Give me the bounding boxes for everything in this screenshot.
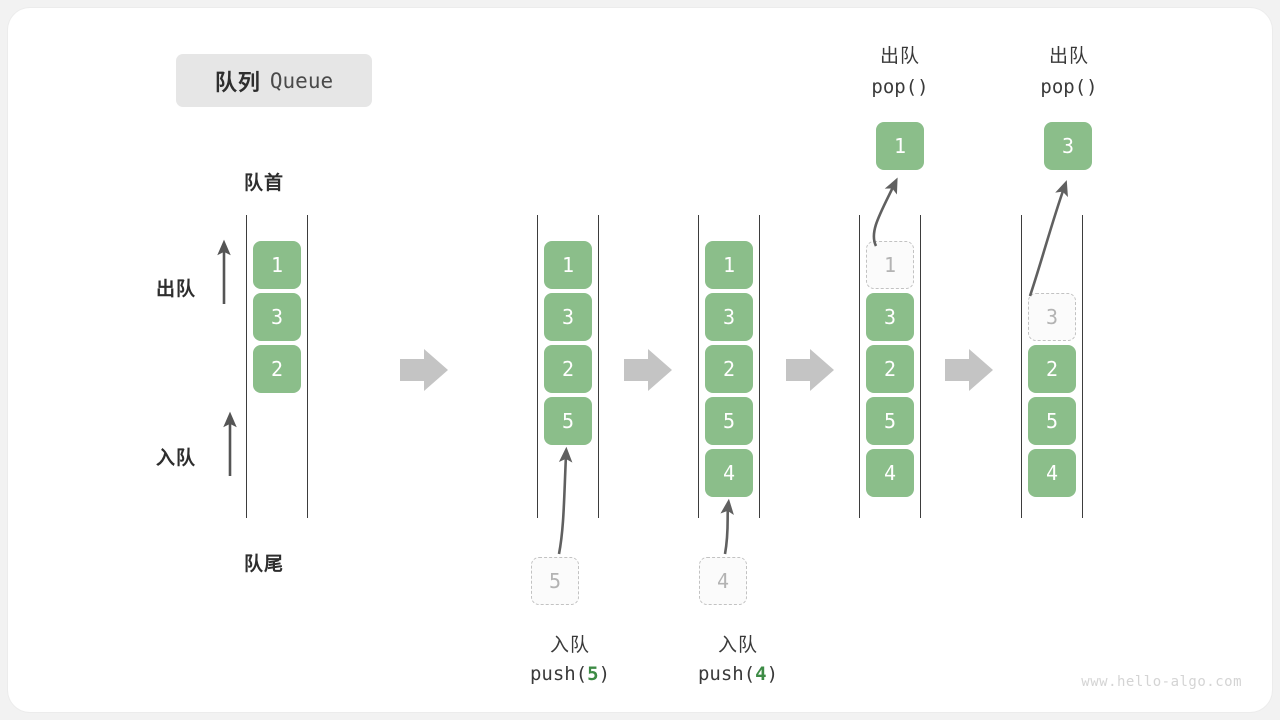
queue-slot: 1 [705, 241, 753, 289]
queue-slot: 5 [866, 397, 914, 445]
queue-rail-right [307, 215, 308, 518]
queue-slot: 5 [1028, 397, 1076, 445]
push-5-caption-cn: 入队 [549, 635, 590, 656]
arrow-overlay [217, 177, 1068, 555]
queue-tail-label: 队尾 [244, 554, 285, 575]
queue-slot: 5 [705, 397, 753, 445]
push-4-code-prefix: push( [697, 663, 756, 685]
queue-rail-left [1021, 215, 1022, 518]
queue-slot: 2 [253, 345, 301, 393]
queue-slot: 3 [705, 293, 753, 341]
push-5-code-prefix: push( [529, 663, 588, 685]
queue-slot: 2 [544, 345, 592, 393]
pop-1-caption-cn: 出队 [879, 46, 920, 67]
queue-slot: 1 [544, 241, 592, 289]
queue-column-push-5: 1 3 2 5 [537, 215, 599, 518]
pending-element-5: 5 [531, 557, 579, 605]
queue-slot-new: 5 [544, 397, 592, 445]
queue-slot: 2 [1028, 345, 1076, 393]
queue-slot: 4 [866, 449, 914, 497]
enqueue-direction-label: 入队 [156, 448, 197, 469]
queue-rail-right [759, 215, 760, 518]
queue-slot: 3 [866, 293, 914, 341]
push-4-caption-code: push(4) [683, 663, 793, 685]
diagram-card: 队列 Queue 队首 队尾 出队 入队 1 3 2 1 3 2 5 5 入队 … [8, 8, 1272, 712]
popped-element-3: 3 [1044, 122, 1092, 170]
queue-rail-right [1082, 215, 1083, 518]
queue-slot: 3 [544, 293, 592, 341]
queue-slot-popped: 3 [1028, 293, 1076, 341]
pop-3-caption-code: pop() [1040, 76, 1098, 98]
queue-rail-left [537, 215, 538, 518]
popped-element-1: 1 [876, 122, 924, 170]
push-5-code-number: 5 [587, 663, 599, 685]
queue-slot: 4 [1028, 449, 1076, 497]
title-english: Queue [269, 68, 334, 93]
queue-rail-right [598, 215, 599, 518]
queue-slot: 2 [705, 345, 753, 393]
push-4-code-suffix: ) [766, 663, 779, 685]
queue-rail-right [920, 215, 921, 518]
queue-rail-left [859, 215, 860, 518]
pop-1-caption-code: pop() [871, 76, 929, 98]
push-4-caption-cn: 入队 [717, 635, 758, 656]
queue-slot: 2 [866, 345, 914, 393]
queue-slot: 1 [253, 241, 301, 289]
push-5-code-suffix: ) [598, 663, 611, 685]
queue-column-initial: 1 3 2 [246, 215, 308, 518]
diagram-title-badge: 队列 Queue [176, 54, 372, 107]
queue-slot-popped: 1 [866, 241, 914, 289]
queue-slot-new: 4 [705, 449, 753, 497]
queue-rail-left [246, 215, 247, 518]
step-arrow-1 [400, 349, 448, 391]
queue-rail-left [698, 215, 699, 518]
queue-column-push-4: 1 3 2 5 4 [698, 215, 760, 518]
step-arrow-4 [945, 349, 993, 391]
step-arrow-3 [786, 349, 834, 391]
queue-slot: 3 [253, 293, 301, 341]
queue-column-pop-3: 3 2 5 4 [1021, 215, 1083, 518]
queue-head-label: 队首 [244, 173, 285, 194]
push-4-code-number: 4 [755, 663, 767, 685]
queue-column-pop-1: 1 3 2 5 4 [859, 215, 921, 518]
title-chinese: 队列 [214, 69, 261, 95]
step-arrow-2 [624, 349, 672, 391]
site-watermark: www.hello-algo.com [1081, 674, 1242, 690]
push-5-caption-code: push(5) [515, 663, 625, 685]
dequeue-direction-label: 出队 [156, 279, 197, 300]
pending-element-4: 4 [699, 557, 747, 605]
pop-3-caption-cn: 出队 [1048, 46, 1089, 67]
